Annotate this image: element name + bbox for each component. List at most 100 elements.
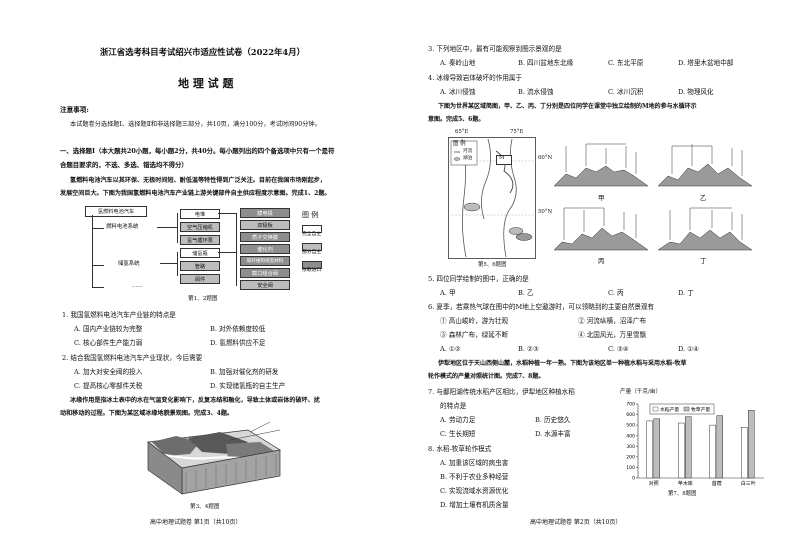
chart-bar	[685, 416, 692, 479]
q5-option-d[interactable]: D. 丁	[678, 289, 694, 297]
q7-stem: 7. 与鄱阳湖传统水稻产区相比，伊犁地区种植水稻	[428, 388, 575, 396]
q1-option-a[interactable]: A. 国内产业链较为完整	[74, 325, 143, 333]
q8-option-d[interactable]: D. 增加土壤有机质含量	[440, 501, 509, 509]
q4-option-a[interactable]: A. 冰川侵蚀	[440, 88, 476, 96]
chart-legend-box	[649, 403, 715, 415]
part-safety-valve: 安全阀	[240, 280, 290, 290]
map-lon-65: 65°E	[455, 129, 469, 135]
chart-y-tick-label: 500	[626, 423, 635, 429]
q7-option-d[interactable]: D. 水源丰富	[535, 430, 571, 438]
legend-swatch-partial	[302, 243, 322, 251]
branch-hydrogen-storage: 储氢系统	[118, 261, 140, 267]
water-cycle-panel-bing	[553, 207, 649, 251]
water-cycle-panel-yi	[657, 144, 753, 187]
q2-stem: 2. 结合我国氢燃料电池汽车产业现状，今后需要	[62, 354, 203, 362]
legend-label-partial: 部分自主	[302, 250, 322, 255]
panel-label-bing: 丙	[598, 257, 605, 265]
map-legend-river: 河流	[463, 149, 473, 154]
chart-y-tick-label: 100	[626, 465, 635, 471]
chart-ylabel: 产量（千克/亩）	[620, 389, 662, 395]
section-heading: 一、选择题Ⅰ（本大题共20小题，每小题2分，共40分。每小题列出的四个备选项中只…	[60, 147, 335, 155]
chart-bar	[716, 415, 723, 479]
q1-option-b[interactable]: B. 对外依赖度较低	[210, 325, 266, 333]
q5-stem: 5. 四位同学绘制的图中，正确的是	[428, 275, 529, 283]
water-cycle-panel-ding	[657, 207, 753, 251]
q3-option-d[interactable]: D. 塔里木盆地中部	[678, 59, 734, 67]
q4-option-b[interactable]: B. 流水侵蚀	[518, 88, 554, 96]
part-pipeline: 管路	[180, 261, 220, 271]
q1-option-c[interactable]: C. 核心部件生产能力弱	[74, 339, 143, 347]
q3-option-a[interactable]: A. 秦岭山地	[440, 59, 476, 67]
q7-stem-cont: 的特点是	[440, 402, 467, 410]
part-carbon-fiber: 碳纤维和储氢材料	[240, 256, 290, 266]
q1-option-d[interactable]: D. 氢燃料供应不足	[210, 339, 266, 347]
branch-more: ……	[132, 283, 143, 289]
left-footer: 高中地理试题卷 第1页（共10页）	[150, 519, 242, 526]
q7-option-c[interactable]: C. 生长期短	[440, 430, 476, 438]
q4-option-c[interactable]: C. 冰川沉积	[608, 88, 644, 96]
q2-option-c[interactable]: C. 提高核心零部件关税	[74, 382, 143, 390]
intro-q7-8: 伊犁地区位于天山西侧山麓，水稻种植一年一熟。下图为该地区单一种植水稻与采用水稻-…	[438, 360, 687, 367]
chart-y-tick-label: 700	[626, 402, 635, 408]
q6-option-d[interactable]: D. ①④	[678, 345, 700, 353]
chart-x-tick-label: 苹木库	[678, 480, 693, 487]
region-map	[448, 137, 536, 259]
q8-option-c[interactable]: C. 实现流域水资源优化	[440, 487, 509, 495]
intro-q7-8-cont: 轮作模式的产量对照统计图。完成7、8题。	[428, 373, 545, 380]
q1-stem: 1. 我国氢燃料电池汽车产业链的特点是	[62, 311, 176, 319]
q7-option-a[interactable]: A. 劳动力足	[440, 416, 476, 424]
q8-stem: 8. 水稻-牧草轮作模式	[428, 445, 492, 453]
q8-option-b[interactable]: B. 不利于农业多种经营	[440, 473, 509, 481]
chart-caption: 第7、8题图	[668, 491, 697, 497]
q4-stem: 4. 冰缘导致岩体破坏的作用属于	[428, 74, 523, 82]
map-point-marker	[496, 155, 512, 165]
map-legend-title: 图 例	[453, 141, 466, 147]
legend-swatch-import	[302, 261, 322, 269]
q6-option-c[interactable]: C. ③④	[608, 345, 629, 353]
q6-choice-4: ④ 北国风光，万里雪飘	[578, 331, 647, 339]
q5-option-b[interactable]: B. 乙	[518, 289, 534, 297]
q3-option-b[interactable]: B. 四川盆地东北缘	[518, 59, 574, 67]
map-legend-lake: 湖泊	[463, 156, 473, 161]
q3-option-c[interactable]: C. 东北平原	[608, 59, 644, 67]
part-combined-valve: 截口组合阀	[240, 268, 290, 278]
map-lon-75: 75°E	[510, 129, 524, 135]
panel-label-jia: 甲	[598, 194, 605, 202]
chart-y-tick-label: 0	[632, 476, 635, 482]
map-lat-50: 50°N	[538, 209, 553, 215]
q5-option-c[interactable]: C. 丙	[608, 289, 624, 297]
notice-line: 本试题卷分选择题Ⅰ、选择题Ⅱ和非选择题三部分，共10页，满分100分，考试时间9…	[70, 121, 321, 128]
chart-bar	[678, 422, 685, 479]
q6-option-a[interactable]: A. ①②	[440, 345, 461, 353]
q5-option-a[interactable]: A. 甲	[440, 289, 456, 297]
q8-option-a[interactable]: A. 加重该区域的病虫害	[440, 459, 509, 467]
diagram-legend-title: 图 例	[302, 211, 319, 219]
part-valve: 阀件	[180, 274, 220, 284]
part-bipolar-plate: 双极板	[240, 220, 290, 230]
intro-q3-4: 冰缘作用是指冰土表中的水在气温变化影响下，反复冻结和融化，导致土体或岩体的破坏、…	[70, 397, 320, 404]
panel-label-yi: 乙	[700, 194, 707, 202]
yield-bar-chart: 0100200300400500600700对照苹木库苜蓿白三叶水稻产量牧草产量	[626, 402, 764, 487]
part-membrane: 质子交换膜	[240, 232, 290, 242]
q2-option-a[interactable]: A. 加大对安全阀的投入	[74, 368, 143, 376]
diagram-root: 氢燃料电池汽车	[85, 206, 147, 217]
q7-option-b[interactable]: B. 历史悠久	[535, 416, 571, 424]
part-stack: 电堆	[180, 209, 220, 219]
chart-x-tick-label: 白三叶	[741, 480, 756, 487]
chart-bar	[653, 418, 660, 479]
map-point-label: M	[499, 155, 505, 161]
part-catalyst: 催化剂	[240, 244, 290, 254]
q2-option-d[interactable]: D. 实现储氢瓶的自主生产	[210, 382, 286, 390]
part-tank: 储氢瓶	[180, 248, 220, 258]
subject-title: 地 理 试 题	[178, 77, 234, 90]
map-caption: 第5、6题图	[478, 262, 507, 268]
intro-q1-2: 氢燃料电池汽车以其环保、无极时间短、耐低温等特性得到广泛关注。目前在我国市场刚起…	[70, 177, 326, 184]
q2-option-b[interactable]: B. 加强对催化剂的研发	[210, 368, 279, 376]
intro-q5-6: 下图为世界某区域简图，甲、乙、丙、丁分别是四位同学在课堂中独立绘制的M地的参与水…	[438, 103, 697, 110]
intro-q3-4-cont: 动和移动的过程。下图为某区域冰缘地貌景观图。完成3、4题。	[60, 410, 234, 417]
q4-option-d[interactable]: D. 物理风化	[678, 88, 714, 96]
chart-x-tick-label: 对照	[649, 480, 659, 487]
q6-option-b[interactable]: B. ②③	[518, 345, 539, 353]
chart-y-tick-label: 600	[626, 412, 635, 418]
panel-label-ding: 丁	[700, 257, 707, 265]
